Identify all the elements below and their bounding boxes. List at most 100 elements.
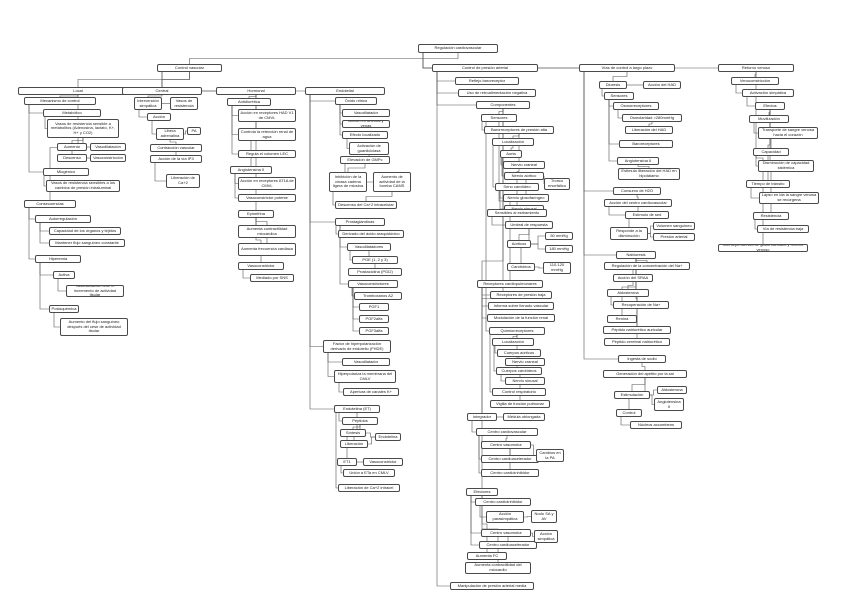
node-root: Regulación cardiovascular — [418, 44, 498, 53]
node-vasoinc: Vasodilatación ante el incremento de act… — [66, 285, 124, 297]
node-estimul: Estimulación — [614, 391, 650, 399]
node-mm50: 50 mmHg — [545, 232, 573, 240]
node-accpar: Acción parasimpática — [486, 511, 524, 523]
node-cv: Control vascular — [157, 64, 222, 72]
node-cuerpc: Cuerpos carotídeos — [496, 367, 542, 375]
node-nucleos: Núcleos accumbens — [630, 421, 682, 429]
connector-141 — [608, 100, 617, 162]
node-pgf3a: PGF3alfa — [359, 327, 389, 335]
connector-80 — [436, 72, 455, 82]
node-endotelial: Endotelial — [305, 87, 385, 95]
connector-103 — [531, 235, 545, 245]
node-uso: Uso de retroalimentación negativa — [458, 89, 536, 97]
node-modul: Modulación de la función renal — [487, 314, 555, 322]
node-centcv: Centro cardiovascular — [476, 428, 538, 436]
node-cpa: Control de presión arterial — [432, 64, 538, 72]
connector-100 — [491, 217, 505, 226]
connector-94 — [500, 158, 503, 166]
node-at1a: Acción en receptores AT1A de CMVL — [238, 177, 296, 190]
connector-53 — [346, 139, 349, 149]
node-aorticos: Aórticos — [507, 240, 531, 248]
node-desca: Descenso del Ca+2 intracelular — [335, 201, 397, 209]
node-umbral: Umbral de respuesta — [505, 221, 553, 229]
node-pept: Péptidos — [342, 417, 378, 425]
connector-83 — [436, 72, 450, 587]
connector-131 — [531, 532, 534, 537]
node-conse: Consecuencias — [24, 200, 76, 208]
connector-62 — [349, 251, 352, 261]
connector-12 — [44, 117, 47, 129]
connector-71 — [338, 413, 342, 422]
node-medob: Médula oblongada — [503, 413, 545, 421]
node-apcan: Apertura de canales K+ — [343, 388, 399, 396]
node-mm110: 110-120 mmHg — [543, 262, 571, 274]
node-deriv: Derivado del ácido araquidónico — [338, 230, 404, 238]
connector-144 — [637, 165, 650, 168]
node-baroreceptv: Baroreceptores — [619, 140, 673, 148]
connector-92 — [510, 146, 514, 150]
node-prosta: Prostaglandinas — [335, 218, 385, 226]
node-liber: Liberación — [340, 440, 368, 448]
node-compo: Componentes — [476, 101, 530, 109]
connector-138 — [601, 89, 604, 97]
node-centca: Centro cardioacelerador — [481, 455, 539, 463]
node-hiper: Hiperemia — [35, 255, 81, 263]
node-aumcm: Aumenta contractilidad del miocardio — [465, 562, 531, 574]
connector-136 — [583, 72, 618, 360]
node-acccent: Acción del centro cardiovascular — [604, 199, 672, 207]
node-hipmem: Hiperpolariza la membrana del CMLV — [334, 370, 396, 383]
node-sensvl: Sensores — [604, 92, 634, 100]
node-aumflu: Aumento del flujo sanguíneo después del … — [60, 318, 128, 336]
node-vasodil: Vasodilatador — [342, 109, 390, 117]
node-vasodfh: Vasodilatador — [342, 358, 390, 366]
node-elevgmp: Elevación de GMPc — [340, 156, 390, 164]
node-endo: Endotelina (ET) — [334, 405, 380, 413]
node-centvm: Centro vasomotor — [481, 441, 531, 449]
connector-89 — [485, 122, 489, 332]
node-pgf2a: PGF2alfa — [359, 315, 389, 323]
node-aumfc: Aumenta FC — [467, 552, 507, 560]
node-regna: Regulación de la concentración del Na+ — [604, 262, 690, 270]
connector-174 — [754, 220, 757, 230]
node-capac: Capacidad — [753, 148, 789, 156]
node-respdism: Responde a la disminución — [610, 227, 648, 240]
node-inhib: Inhibición de la cinasa cadena ligera de… — [329, 172, 367, 192]
connector-5 — [161, 72, 190, 87]
node-sensores: Sensores — [481, 114, 517, 122]
connector-45 — [242, 270, 250, 279]
node-osmo: Osmorreceptores — [613, 102, 659, 110]
connector-23 — [39, 263, 49, 310]
node-vasosres: Vasos de resistencia — [170, 97, 198, 110]
node-accsimp: Acción simpática — [534, 530, 558, 543]
node-central: Central — [122, 87, 202, 95]
node-mant: Mantener flujo sanguíneo constante — [49, 239, 125, 247]
connector-22 — [39, 263, 53, 276]
node-pa: PA — [187, 127, 201, 135]
node-regvol: Regula el volumen LEC — [238, 150, 296, 158]
connector-87 — [481, 122, 484, 131]
node-localiq: Localización — [492, 338, 534, 346]
node-recna: Recuperación de Na+ — [613, 301, 669, 309]
node-nervg: Nervio glosofaríngeo — [503, 194, 549, 202]
node-aum: Aumento — [57, 143, 87, 151]
node-contret: Controla la retención renal de agua — [238, 128, 296, 141]
connector-64 — [351, 288, 354, 297]
node-acchad: Acción del HAD — [643, 81, 681, 89]
connector-134 — [583, 72, 613, 192]
connector-0 — [189, 53, 459, 64]
node-centvme: Centro vasomotor — [481, 529, 531, 537]
node-libca: Liberación de Ca+2 — [166, 174, 200, 188]
connector-55 — [347, 164, 366, 172]
node-vasoc: Vasoconstricción — [90, 154, 126, 162]
connector-130 — [524, 516, 531, 518]
connector-10 — [28, 105, 43, 114]
node-control: Control — [616, 409, 642, 417]
connector-76 — [366, 432, 375, 438]
connector-112 — [494, 346, 497, 354]
connector-156 — [610, 297, 613, 306]
node-aumcont: Aumenta contractilidad miocárdica — [238, 225, 296, 238]
node-aldost: Aldosterona — [657, 386, 687, 394]
node-vasoet: Vasoconstrictor — [363, 458, 403, 466]
node-renina: Renina — [607, 315, 637, 323]
connector-57 — [332, 192, 335, 206]
